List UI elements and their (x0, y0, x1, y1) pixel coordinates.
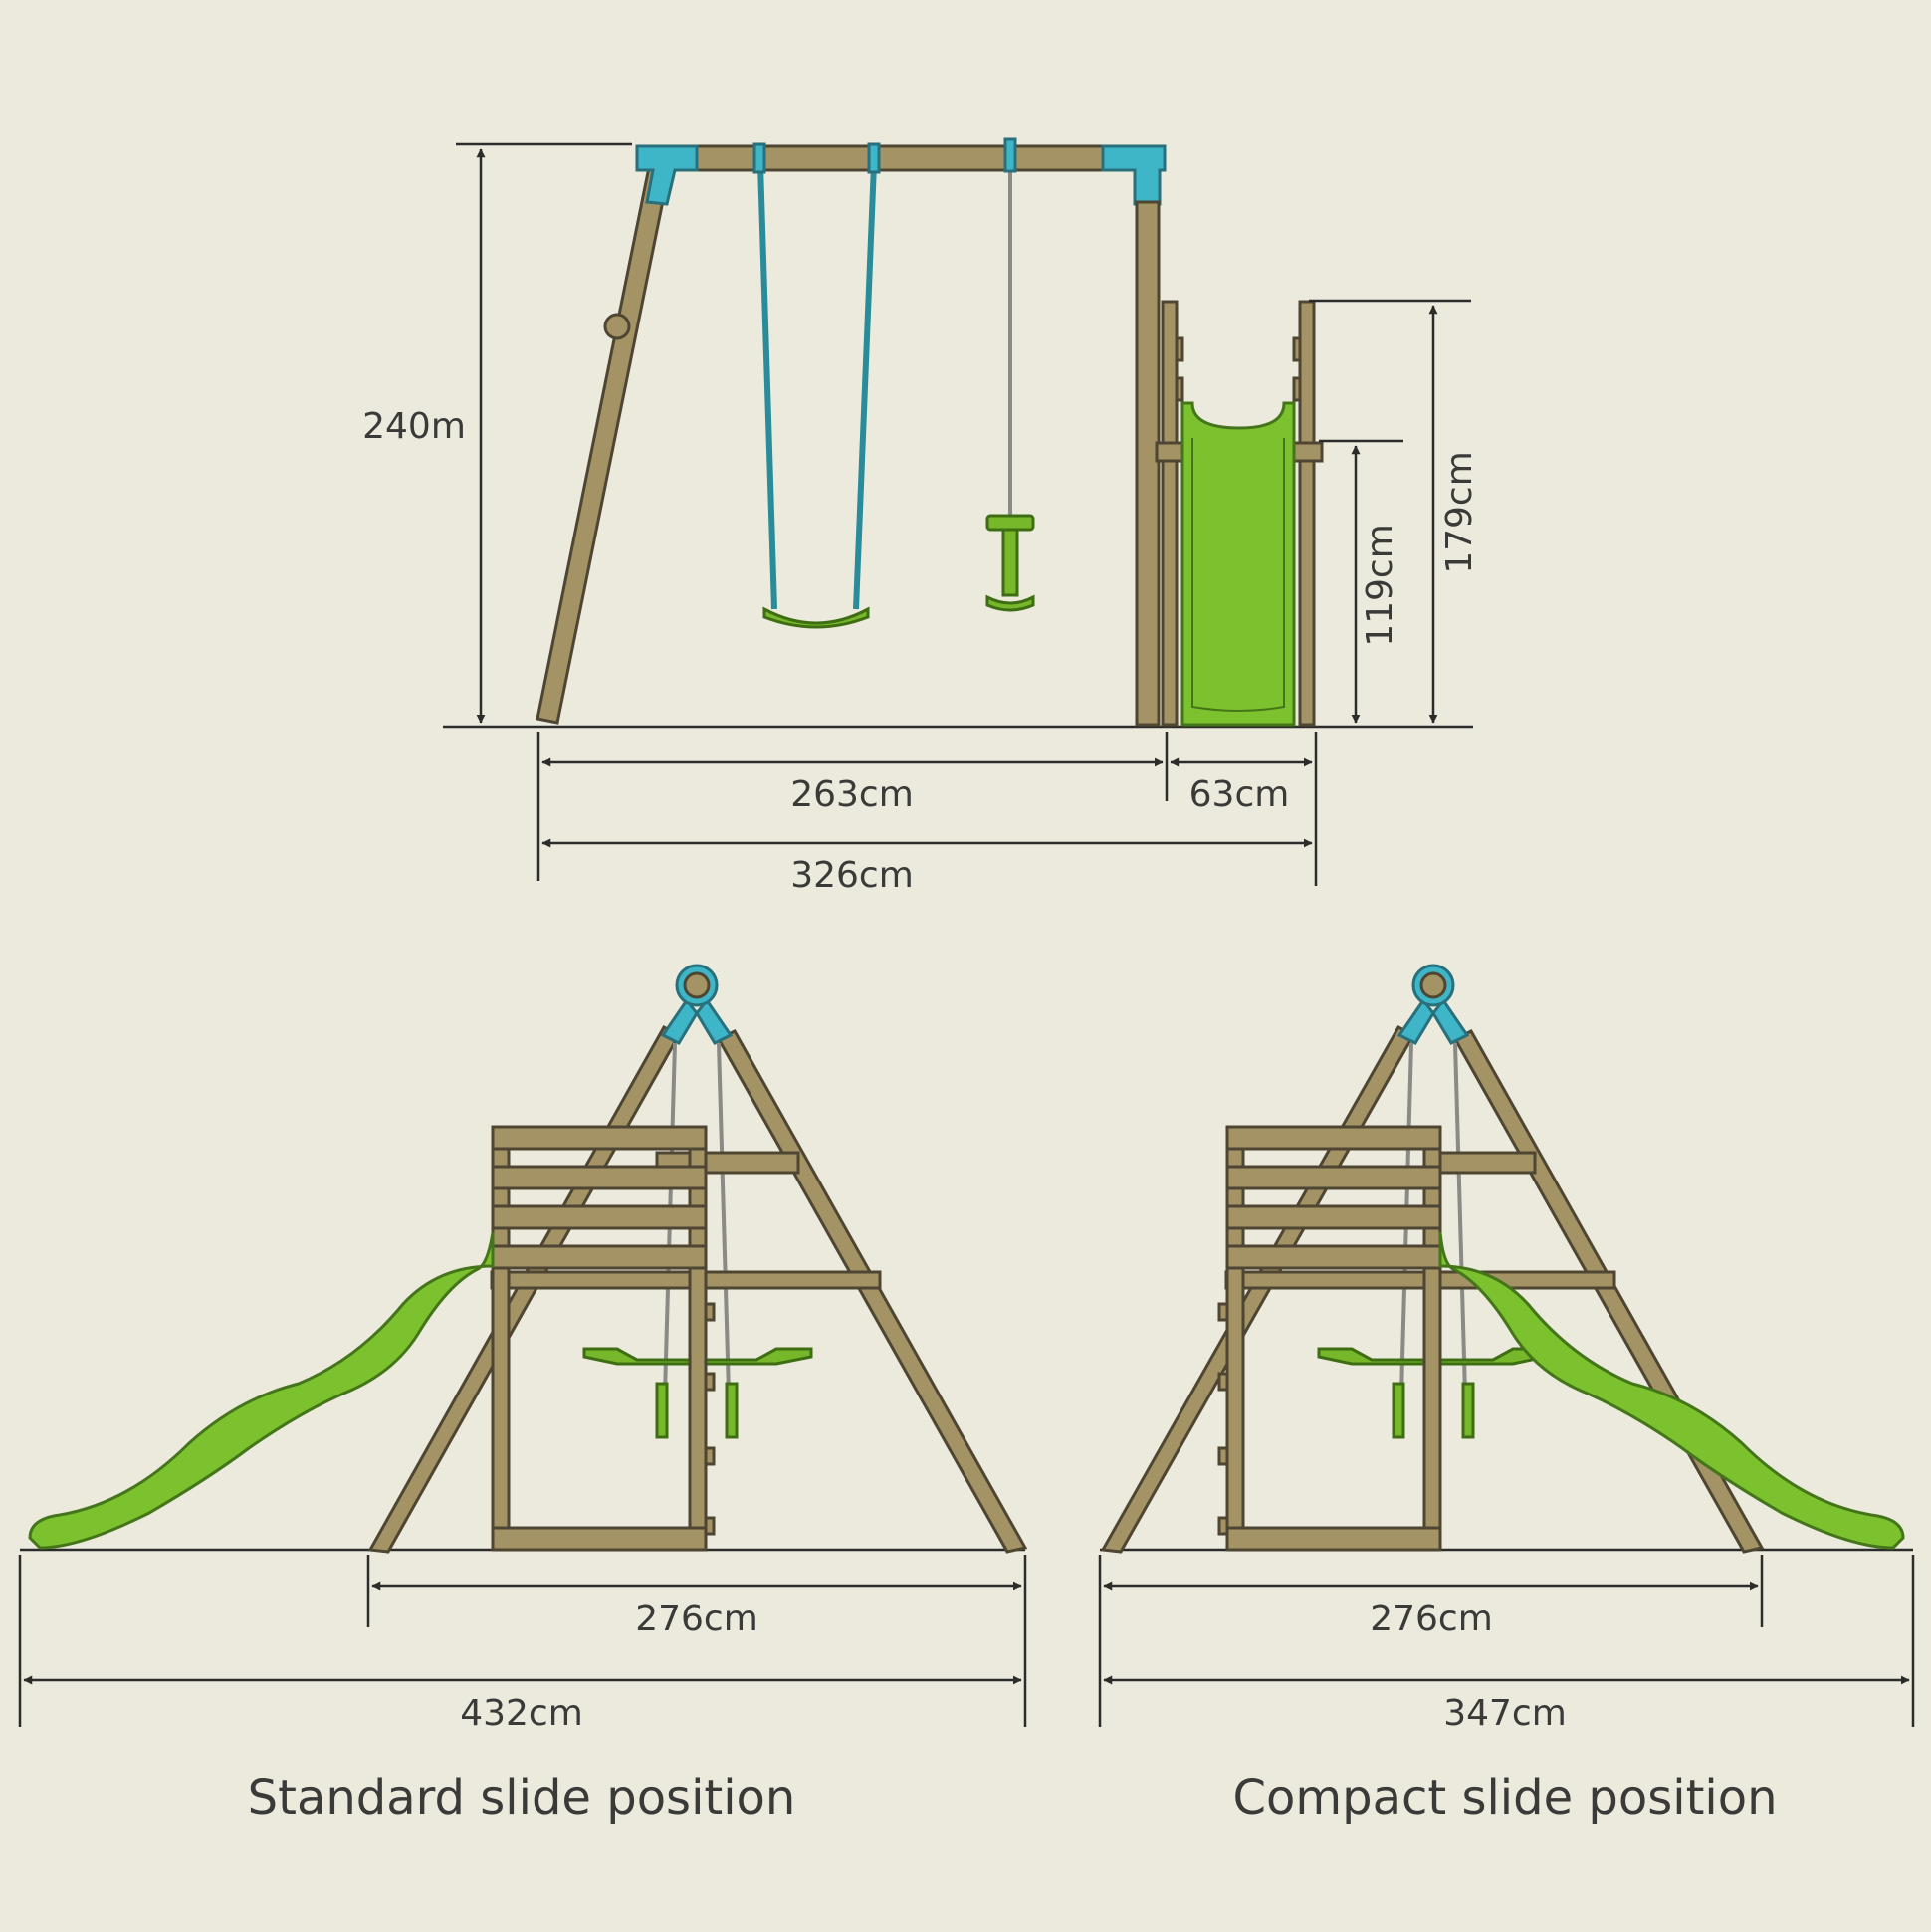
standard-rail-board (491, 1244, 708, 1270)
standard-side-view: 276cm 432cm Standard slide position (18, 964, 1028, 1825)
belt-swing-hanger-right (867, 142, 881, 174)
front-slide (1180, 401, 1296, 727)
standard-caption: Standard slide position (248, 1770, 796, 1825)
belt-swing-seat (762, 606, 870, 629)
tower-rail-slat (1292, 336, 1302, 362)
compact-dim-frame-label: 276cm (1370, 1599, 1493, 1639)
compact-swing-handle-left (1392, 1382, 1405, 1439)
compact-tower-post-left (1225, 1125, 1245, 1552)
seesaw-swing-stem (1001, 528, 1019, 597)
dim-width-overall-label: 326cm (790, 855, 914, 896)
compact-crossbar-lower (1224, 1270, 1616, 1290)
dim-width-frame-label: 263cm (790, 774, 914, 815)
left-corner-connector (635, 144, 699, 206)
front-right-leg (1135, 200, 1161, 727)
standard-rail-board (491, 1125, 708, 1151)
seesaw-swing-top-seat (985, 514, 1035, 532)
standard-rail-board (491, 1204, 708, 1230)
tower-rail-slat (1175, 376, 1184, 402)
compact-base-board (1225, 1526, 1442, 1552)
compact-crossbar-upper (1431, 1151, 1537, 1175)
standard-a-frame-connector-right (695, 997, 734, 1045)
compact-rail-board (1225, 1244, 1442, 1270)
seesaw-swing-bottom-seat (985, 594, 1035, 612)
dim-height-total-label: 240m (362, 406, 466, 447)
seesaw-swing-hanger (1003, 137, 1017, 173)
front-view: 240m 179cm 119cm 263cm 63cm 326cm (362, 137, 1480, 896)
dim-width-slide-label: 63cm (1189, 774, 1290, 815)
compact-rail-board (1225, 1125, 1442, 1151)
standard-seesaw-seat (582, 1347, 813, 1366)
standard-step (704, 1516, 716, 1536)
standard-dim-overall-label: 432cm (460, 1693, 583, 1734)
compact-a-frame-connector-left (1396, 997, 1435, 1045)
compact-rail-board (1225, 1204, 1442, 1230)
compact-step (1217, 1446, 1229, 1466)
compact-swing-handle-right (1461, 1382, 1475, 1439)
compact-step (1217, 1302, 1229, 1322)
standard-step (704, 1302, 716, 1322)
standard-dim-frame-label: 276cm (635, 1599, 758, 1639)
belt-swing-rope-right (853, 163, 877, 610)
compact-dim-overall-label: 347cm (1443, 1693, 1567, 1734)
leg-knot (603, 313, 631, 340)
standard-tower-post-right (688, 1125, 708, 1552)
standard-a-frame-leg-right (716, 1029, 1028, 1554)
compact-side-view: 276cm 347cm Compact slide position (1098, 964, 1915, 1825)
tower-rail-slat (1175, 336, 1184, 362)
compact-a-frame-connector-right (1431, 997, 1470, 1045)
right-corner-connector (1101, 144, 1167, 206)
dim-height-platform-label: 119cm (1360, 524, 1400, 647)
front-top-beam (635, 144, 1167, 172)
belt-swing-hanger-left (752, 142, 766, 174)
standard-tower-post-left (491, 1125, 511, 1552)
front-left-leg (536, 165, 671, 725)
tower-post-right (1298, 300, 1316, 727)
front-slide-chute (1191, 438, 1285, 712)
standard-top-hub (683, 971, 711, 999)
dim-height-rail-label: 179cm (1439, 451, 1480, 574)
belt-swing-rope-left (757, 163, 777, 610)
standard-swing-chain-right (717, 1042, 731, 1395)
tower-post-left (1161, 300, 1179, 727)
standard-slide (28, 1231, 495, 1550)
compact-swing-chain-right (1453, 1042, 1467, 1395)
standard-rail-board (491, 1165, 708, 1190)
compact-rail-board (1225, 1165, 1442, 1190)
tower-rail-slat (1292, 376, 1302, 402)
standard-step (704, 1446, 716, 1466)
standard-swing-handle-left (655, 1382, 669, 1439)
compact-slide (1438, 1231, 1905, 1550)
standard-a-frame-connector-left (660, 997, 699, 1045)
compact-step (1217, 1516, 1229, 1536)
compact-top-hub (1419, 971, 1447, 999)
standard-swing-handle-right (725, 1382, 739, 1439)
compact-caption: Compact slide position (1232, 1770, 1777, 1825)
compact-tower-post-right (1422, 1125, 1442, 1552)
standard-base-board (491, 1526, 708, 1552)
standard-step (704, 1372, 716, 1392)
standard-crossbar-lower (490, 1270, 882, 1290)
compact-step (1217, 1372, 1229, 1392)
